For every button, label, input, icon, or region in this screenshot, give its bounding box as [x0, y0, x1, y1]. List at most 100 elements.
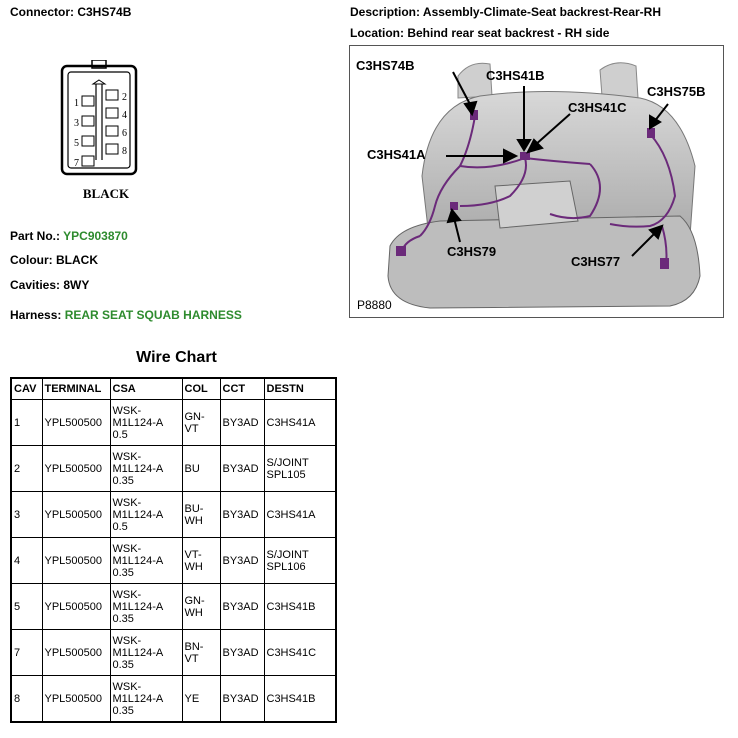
cell-cav: 7 [10, 629, 43, 676]
callout-label: C3HS41A [367, 147, 426, 162]
terminal-text: YPL500500 [44, 554, 103, 567]
harness-line: Harness: REAR SEAT SQUAB HARNESS [10, 308, 242, 322]
destn-text: C3HS41B [266, 600, 316, 613]
callout-label: C3HS41B [486, 68, 545, 83]
cell-terminal: YPL500500 [41, 675, 111, 723]
callout-label: C3HS79 [447, 244, 497, 259]
cct-text: BY3AD [222, 600, 259, 613]
cell-col: VT-WH [181, 537, 221, 584]
cell-col: BN-VT [181, 629, 221, 676]
csa-text: M1L124-A [112, 416, 164, 429]
destn-text: S/JOINT [266, 456, 309, 469]
cell-destn: C3HS41A [263, 491, 337, 538]
cell-cav: 8 [10, 675, 43, 723]
csa-text: WSK- [112, 634, 142, 647]
csa-text: M1L124-A [112, 600, 164, 613]
cav-text: 4 [14, 554, 21, 567]
terminal-text: YPL500500 [44, 462, 103, 475]
cell-terminal: YPL500500 [41, 491, 111, 538]
col-text: VT- [184, 548, 202, 561]
col-text: BN- [184, 640, 204, 653]
connector-color-caption: BLACK [82, 186, 130, 201]
cell-cct: BY3AD [219, 675, 265, 723]
csa-text: WSK- [112, 680, 142, 693]
callout-label: C3HS41C [568, 100, 627, 115]
csa-text: WSK- [112, 588, 142, 601]
cell-terminal: YPL500500 [41, 445, 111, 492]
cell-cct: BY3AD [219, 491, 265, 538]
column-header: DESTN [263, 377, 337, 400]
cav-text: 8 [14, 692, 21, 705]
csa-text: WSK- [112, 496, 142, 509]
col-text: BU [184, 462, 200, 475]
cell-cav: 1 [10, 399, 43, 446]
cell-cav: 5 [10, 583, 43, 630]
column-header: COL [181, 377, 221, 400]
part-no-line: Part No.: YPC903870 [10, 229, 128, 243]
cell-cct: BY3AD [219, 399, 265, 446]
cell-destn: C3HS41C [263, 629, 337, 676]
cav-text: 3 [14, 508, 21, 521]
cell-terminal: YPL500500 [41, 583, 111, 630]
cavities-value: 8WY [63, 278, 90, 292]
cavity-pins-right [105, 89, 119, 155]
destn-text: SPL105 [266, 468, 306, 481]
csa-text: 0.35 [112, 566, 134, 579]
col-text: VT [184, 652, 199, 665]
terminal-text: YPL500500 [44, 416, 103, 429]
description-line: Description: Assembly-Climate-Seat backr… [350, 5, 661, 19]
csa-text: WSK- [112, 404, 142, 417]
destn-text: C3HS41A [266, 416, 316, 429]
csa-text: 0.35 [112, 704, 134, 717]
col-text: WH [184, 560, 203, 573]
connector-face-diagram: 1 3 5 7 2 4 6 8 [60, 60, 138, 176]
table-header-row: CAV TERMINAL CSA COL CCT DESTN [10, 377, 337, 400]
cct-text: BY3AD [222, 508, 259, 521]
connector-value: C3HS74B [77, 5, 132, 19]
destn-text: SPL106 [266, 560, 306, 573]
location-label: Location: [350, 26, 404, 40]
cct-text: BY3AD [222, 462, 259, 475]
col-text: GN- [184, 410, 205, 423]
csa-text: M1L124-A [112, 508, 164, 521]
description-value: Assembly-Climate-Seat backrest-Rear-RH [422, 5, 661, 19]
harness-link[interactable]: REAR SEAT SQUAB HARNESS [64, 308, 242, 322]
cavity-pins-left [81, 95, 95, 167]
cell-col: YE [181, 675, 221, 723]
cell-terminal: YPL500500 [41, 629, 111, 676]
pin-number: 2 [122, 92, 127, 103]
terminal-text: YPL500500 [44, 508, 103, 521]
cct-text: BY3AD [222, 416, 259, 429]
csa-text: M1L124-A [112, 692, 164, 705]
column-header: CAV [10, 377, 43, 400]
col-text: WH [184, 606, 203, 619]
destn-text: S/JOINT [266, 548, 309, 561]
cell-cav: 3 [10, 491, 43, 538]
csa-text: 0.5 [112, 428, 128, 441]
cell-col: GN-VT [181, 399, 221, 446]
cct-text: BY3AD [222, 692, 259, 705]
csa-text: M1L124-A [112, 646, 164, 659]
column-header: CCT [219, 377, 265, 400]
part-no-label: Part No.: [10, 229, 61, 243]
col-text: WH [184, 514, 203, 527]
col-text: YE [184, 692, 200, 705]
pin-number: 4 [122, 110, 127, 121]
cell-terminal: YPL500500 [41, 537, 111, 584]
csa-text: 0.5 [112, 520, 128, 533]
connector-label: Connector: [10, 5, 74, 19]
cell-cav: 2 [10, 445, 43, 492]
part-no-link[interactable]: YPC903870 [63, 229, 128, 243]
csa-text: WSK- [112, 450, 142, 463]
